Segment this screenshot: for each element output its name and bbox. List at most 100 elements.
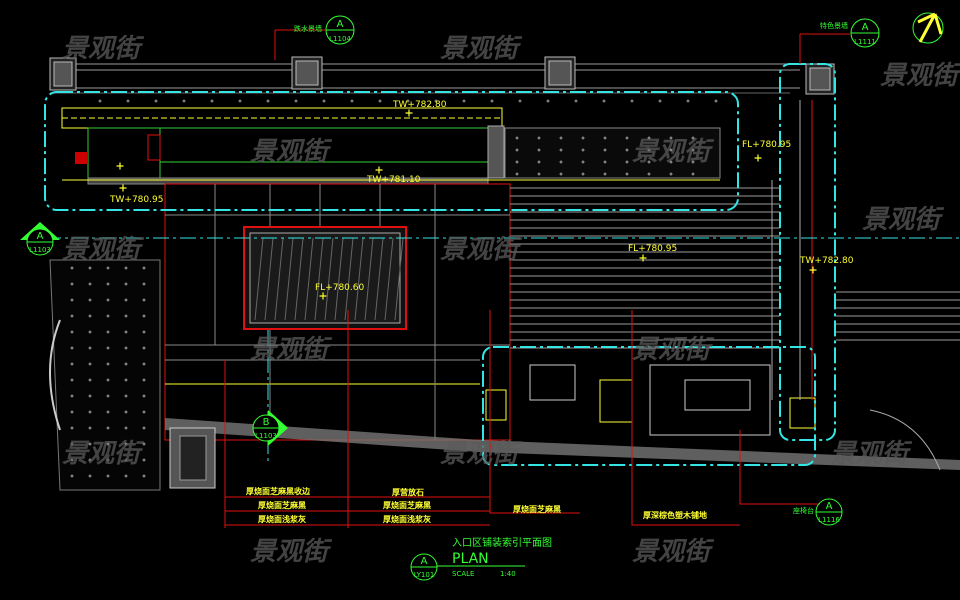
plant-mark: [70, 346, 74, 350]
callout-l1116[interactable]: 座椅台 A L1116: [793, 498, 843, 526]
plant-mark: [70, 442, 74, 446]
watermark: 景观街: [830, 439, 913, 469]
plant-mark: [518, 99, 522, 103]
callout-l1104[interactable]: 跌水景墙 A L1104: [294, 15, 355, 45]
plant-mark: [574, 99, 578, 103]
watermark: 景观街: [250, 137, 333, 167]
plant-mark: [691, 160, 695, 164]
plant-mark: [754, 154, 762, 162]
plant-mark: [106, 314, 110, 318]
plant-mark: [669, 136, 673, 140]
plant-mark: [106, 426, 110, 430]
plant-mark: [70, 314, 74, 318]
callout-l1103-b[interactable]: B L1103: [252, 410, 288, 446]
plant-mark: [581, 172, 585, 176]
plant-mark: [658, 99, 662, 103]
material-label: 厚营放石: [392, 487, 424, 497]
svg-text:L1111: L1111: [854, 38, 876, 46]
elevation-label: TW+782.80: [392, 100, 447, 110]
plant-mark: [106, 442, 110, 446]
plant-mark: [350, 99, 354, 103]
title-symbol-sheet: LY101: [414, 571, 435, 579]
plant-mark: [106, 394, 110, 398]
plant-mark: [625, 136, 629, 140]
plant-mark: [88, 458, 92, 462]
material-label: 厚烧面芝麻黑: [258, 500, 306, 510]
svg-text:A: A: [862, 22, 869, 33]
watermark: 景观街: [62, 235, 145, 265]
plant-mark: [406, 99, 410, 103]
drawing-title-cn: 入口区铺装索引平面图: [452, 536, 552, 549]
plant-mark: [266, 99, 270, 103]
plant-mark: [714, 99, 718, 103]
plant-mark: [124, 330, 128, 334]
watermark: 景观街: [632, 335, 715, 365]
plant-mark: [559, 136, 563, 140]
plant-mark: [70, 266, 74, 270]
plant-mark: [88, 298, 92, 302]
plant-mark: [603, 160, 607, 164]
callout-l1103-a[interactable]: A L1103: [20, 222, 60, 256]
svg-text:特色景墙: 特色景墙: [820, 21, 848, 30]
plant-mark: [88, 282, 92, 286]
plant-mark: [691, 172, 695, 176]
plant-mark: [88, 362, 92, 366]
plant-mark: [106, 474, 110, 478]
plant-mark: [88, 474, 92, 478]
plant-mark: [142, 442, 146, 446]
plant-mark: [88, 410, 92, 414]
plant-mark: [124, 266, 128, 270]
plant-mark: [142, 266, 146, 270]
plant-mark: [124, 378, 128, 382]
elevation-label: TW+782.80: [799, 256, 854, 266]
plant-mark: [238, 99, 242, 103]
north-arrow-icon: [912, 12, 944, 44]
svg-text:L1103: L1103: [255, 432, 277, 440]
plant-mark: [142, 346, 146, 350]
plant-mark: [405, 109, 413, 117]
plant-mark: [124, 426, 128, 430]
plant-mark: [581, 160, 585, 164]
plant-mark: [625, 148, 629, 152]
plant-mark: [142, 458, 146, 462]
plant-mark: [106, 330, 110, 334]
plant-mark: [581, 148, 585, 152]
plant-mark: [647, 148, 651, 152]
svg-text:B: B: [263, 417, 270, 428]
plant-mark: [124, 346, 128, 350]
svg-text:L1103: L1103: [29, 246, 51, 254]
plant-mark: [434, 99, 438, 103]
plant-mark: [124, 298, 128, 302]
plant-mark: [142, 330, 146, 334]
plant-mark: [88, 314, 92, 318]
plant-mark: [546, 99, 550, 103]
plant-mark: [686, 99, 690, 103]
plant-mark: [106, 282, 110, 286]
svg-text:L1116: L1116: [818, 516, 840, 524]
plant-mark: [88, 330, 92, 334]
watermark: 景观街: [880, 61, 960, 91]
plant-mark: [559, 172, 563, 176]
plant-mark: [515, 160, 519, 164]
callout-l1111[interactable]: 特色景墙 A L1111: [820, 18, 880, 48]
plant-mark: [581, 136, 585, 140]
plant-mark: [559, 148, 563, 152]
plant-mark: [88, 378, 92, 382]
cyan-boundaries: [44, 63, 960, 466]
plant-mark: [625, 160, 629, 164]
plant-mark: [647, 136, 651, 140]
title-block: A LY101 入口区铺装索引平面图 PLAN SCALE 1:40: [410, 536, 552, 581]
plant-mark: [669, 172, 673, 176]
plant-mark: [210, 99, 214, 103]
material-label: 厚烧面芝麻黑: [383, 500, 431, 510]
left-planting: [49, 259, 161, 491]
plant-mark: [142, 426, 146, 430]
plant-mark: [106, 346, 110, 350]
plant-mark: [294, 99, 298, 103]
plant-mark: [88, 266, 92, 270]
plant-mark: [603, 148, 607, 152]
plant-mark: [647, 160, 651, 164]
plant-mark: [142, 474, 146, 478]
watermark: 景观街: [440, 439, 523, 469]
